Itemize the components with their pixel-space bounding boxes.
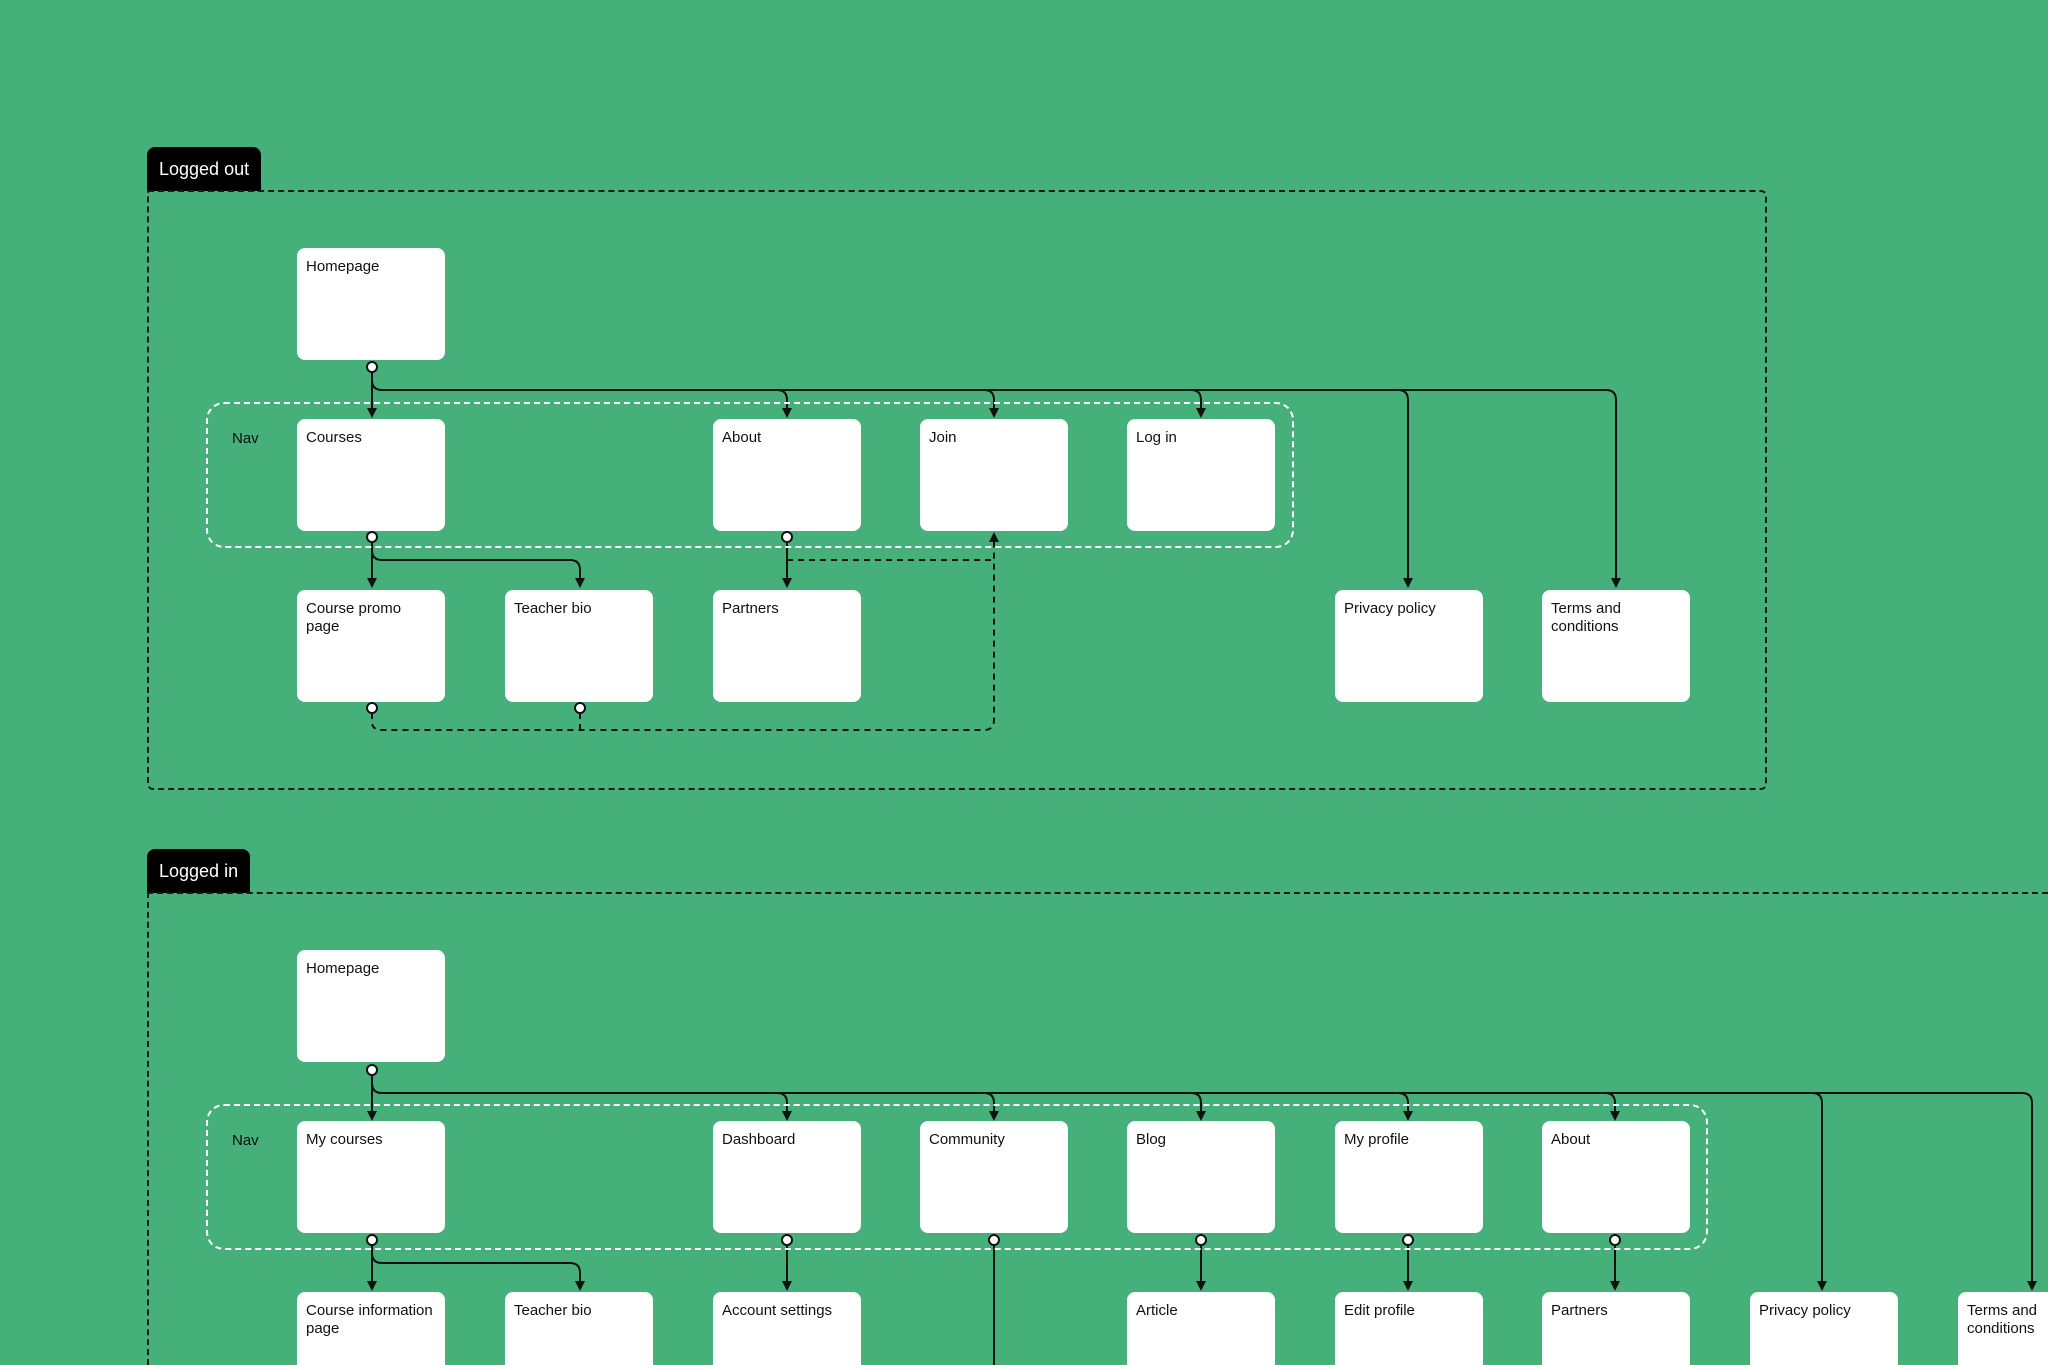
page-node-li-privacy-policy[interactable]: Privacy policy xyxy=(1750,1292,1898,1365)
connector-li-community-down xyxy=(988,1234,1000,1365)
page-label: My profile xyxy=(1344,1131,1410,1148)
page-label: Course information page xyxy=(306,1302,433,1337)
nav-group-logged-out xyxy=(206,402,1294,548)
page-label: Account settings xyxy=(722,1302,833,1319)
page-node-li-about[interactable]: About xyxy=(1542,1121,1690,1233)
page-label: Community xyxy=(929,1131,1005,1148)
page-node-lo-homepage[interactable]: Homepage xyxy=(297,248,445,360)
page-node-li-my-courses[interactable]: My courses xyxy=(297,1121,445,1233)
connector-li-dashboard-children xyxy=(781,1234,793,1291)
page-node-li-terms-and-conditions[interactable]: Terms and conditions xyxy=(1958,1292,2048,1365)
connector-lo-about-children xyxy=(781,531,994,588)
page-label: Dashboard xyxy=(722,1131,796,1148)
page-node-li-dashboard[interactable]: Dashboard xyxy=(713,1121,861,1233)
page-label: Teacher bio xyxy=(514,600,592,617)
page-node-li-teacher-bio[interactable]: Teacher bio xyxy=(505,1292,653,1365)
nav-group-logged-in xyxy=(206,1104,1708,1250)
page-label: Partners xyxy=(722,600,779,617)
page-label: Edit profile xyxy=(1344,1302,1415,1319)
page-node-lo-terms-and-conditions[interactable]: Terms and conditions xyxy=(1542,590,1690,702)
page-label: Teacher bio xyxy=(514,1302,592,1319)
connector-li-mycourses-children xyxy=(366,1234,585,1291)
connector-lo-homepage-fanout xyxy=(366,361,1621,588)
page-label: About xyxy=(722,429,762,446)
page-label: Partners xyxy=(1551,1302,1608,1319)
nav-label-logged-out: Nav xyxy=(232,430,259,447)
page-label: Log in xyxy=(1136,429,1177,446)
connector-li-myprofile-children xyxy=(1402,1234,1414,1291)
section-tab-logged-in[interactable]: Logged in xyxy=(147,849,251,893)
page-node-li-my-profile[interactable]: My profile xyxy=(1335,1121,1483,1233)
page-node-li-homepage[interactable]: Homepage xyxy=(297,950,445,1062)
page-label: About xyxy=(1551,1131,1591,1148)
connector-li-about-children xyxy=(1609,1234,1621,1291)
page-node-lo-join[interactable]: Join xyxy=(920,419,1068,531)
page-node-lo-course-promo-page[interactable]: Course promo page xyxy=(297,590,445,702)
page-node-li-blog[interactable]: Blog xyxy=(1127,1121,1275,1233)
page-label: Courses xyxy=(306,429,362,446)
page-label: Terms and conditions xyxy=(1551,600,1622,635)
page-label: My courses xyxy=(306,1131,383,1148)
nav-label-logged-in: Nav xyxy=(232,1132,259,1149)
page-node-li-account-settings[interactable]: Account settings xyxy=(713,1292,861,1365)
page-label: Privacy policy xyxy=(1759,1302,1851,1319)
section-frame-logged-in xyxy=(147,892,2048,1365)
section-frame-logged-out xyxy=(147,190,1767,790)
page-label: Course promo page xyxy=(306,600,402,635)
connector-lo-join-return xyxy=(366,532,999,731)
page-node-li-edit-profile[interactable]: Edit profile xyxy=(1335,1292,1483,1365)
page-label: Article xyxy=(1136,1302,1178,1319)
page-node-lo-about[interactable]: About xyxy=(713,419,861,531)
page-label: Homepage xyxy=(306,258,380,275)
page-label: Homepage xyxy=(306,960,380,977)
connector-lo-courses-children xyxy=(366,531,585,588)
page-label: Join xyxy=(929,429,957,446)
page-node-li-article[interactable]: Article xyxy=(1127,1292,1275,1365)
page-node-lo-partners[interactable]: Partners xyxy=(713,590,861,702)
page-node-lo-privacy-policy[interactable]: Privacy policy xyxy=(1335,590,1483,702)
page-node-lo-courses[interactable]: Courses xyxy=(297,419,445,531)
page-node-li-course-information-page[interactable]: Course information page xyxy=(297,1292,445,1365)
page-label: Privacy policy xyxy=(1344,600,1436,617)
page-label: Terms and conditions xyxy=(1967,1302,2038,1337)
connector-li-homepage-fanout xyxy=(366,1064,2037,1291)
page-node-li-community[interactable]: Community xyxy=(920,1121,1068,1233)
section-tab-logged-out[interactable]: Logged out xyxy=(147,147,262,191)
connector-li-blog-children xyxy=(1195,1234,1207,1291)
page-node-li-partners[interactable]: Partners xyxy=(1542,1292,1690,1365)
page-node-lo-teacher-bio[interactable]: Teacher bio xyxy=(505,590,653,702)
page-node-lo-log-in[interactable]: Log in xyxy=(1127,419,1275,531)
page-label: Blog xyxy=(1136,1131,1167,1148)
